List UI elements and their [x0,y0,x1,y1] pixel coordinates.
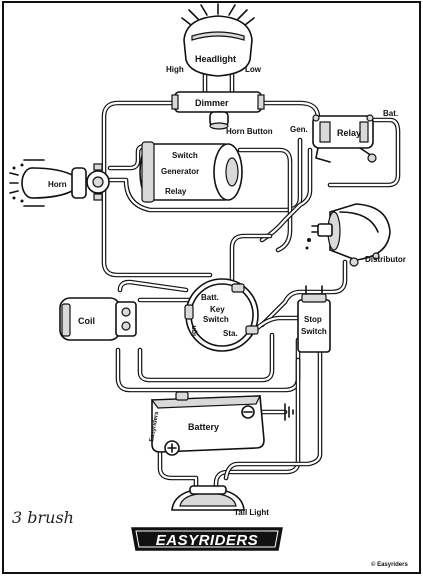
handwritten-note: 3 brush [12,508,74,527]
key-switch-label-line1: Key [210,305,225,314]
key-switch-label-line2: Switch [203,315,229,324]
key-switch-sta-label: Sta. [223,329,238,338]
key-switch-batt-label: Batt. [201,293,219,302]
low-beam-label: Low [245,65,262,74]
stop-switch: Stop Switch [297,285,331,353]
stop-switch-label-line2: Switch [301,327,327,336]
horn-sound-icon [9,159,45,207]
copyright-mark: © Easyriders [371,561,408,568]
logo-text: EASYRIDERS [156,532,259,549]
wire-harness [101,69,401,493]
horn-button-label: Horn Button [226,127,273,136]
gen-terminal-label: Gen. [290,125,308,134]
tail-light-label: Tail Light [234,508,269,517]
relay-label: Relay [337,128,361,138]
horn-label: Horn [48,180,67,189]
battery-positive-icon [164,440,180,456]
battery-brand-label: Easyriders [149,410,160,442]
ground-icon [284,403,294,421]
horn: Horn [9,159,110,207]
ignition-coil: Coil [59,297,137,341]
distributor-label: Distributor [365,255,406,264]
battery: Battery Easyriders [149,391,294,456]
dimmer-switch: Dimmer [171,91,265,130]
generator: Switch Generator Relay [139,141,243,203]
bat-terminal-label: Bat. [383,109,398,118]
stop-switch-label-line1: Stop [304,315,322,324]
generator-label: Generator [161,167,199,176]
easyriders-logo: EASYRIDERS [131,527,283,551]
coil-label: Coil [78,316,95,326]
distributor [305,203,391,267]
headlight: Headlight [181,3,255,77]
generator-switch-label: Switch [172,151,198,160]
tail-light [171,485,245,511]
key-switch-ign-label: Ign [191,326,198,337]
headlight-rays-icon [181,3,255,26]
generator-relay-label: Relay [165,187,187,196]
battery-label: Battery [188,422,219,432]
relay: Relay [312,114,377,163]
dimmer-label: Dimmer [195,98,229,108]
headlight-label: Headlight [195,54,236,64]
key-switch: Batt. Key Switch Sta. Ign [184,278,259,352]
high-beam-label: High [166,65,184,74]
battery-negative-icon [241,405,255,419]
horn-button [209,111,229,130]
